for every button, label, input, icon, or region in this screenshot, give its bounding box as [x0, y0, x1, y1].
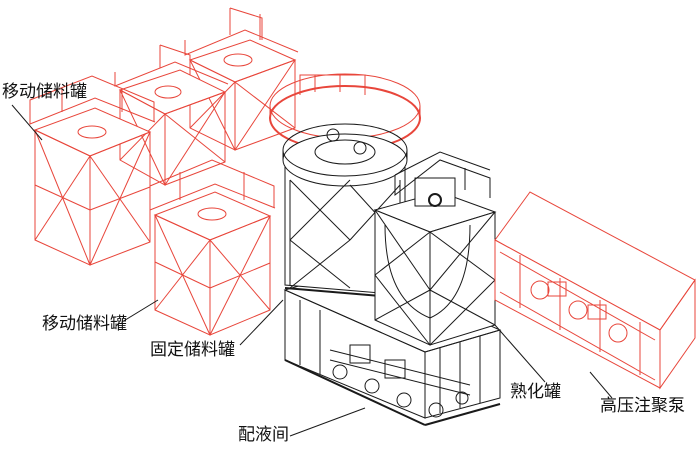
mobile-tank-front — [149, 159, 276, 336]
label-mobile-tank-top: 移动储料罐 — [2, 82, 87, 102]
maturation-tank — [373, 151, 497, 346]
label-fixed-tank: 固定储料罐 — [150, 340, 235, 360]
mobile-tank-back-2 — [114, 44, 229, 186]
injection-pump-skid — [494, 191, 696, 390]
label-injection-pump: 高压注聚泵 — [600, 396, 685, 416]
label-maturation-tank: 熟化罐 — [510, 382, 561, 402]
mobile-tank-back-3 — [184, 7, 299, 151]
label-mobile-tank-bottom: 移动储料罐 — [42, 314, 127, 334]
mobile-tank-back-1 — [29, 75, 156, 266]
leader-lines — [11, 104, 613, 437]
label-mixing-room: 配液间 — [238, 425, 289, 445]
